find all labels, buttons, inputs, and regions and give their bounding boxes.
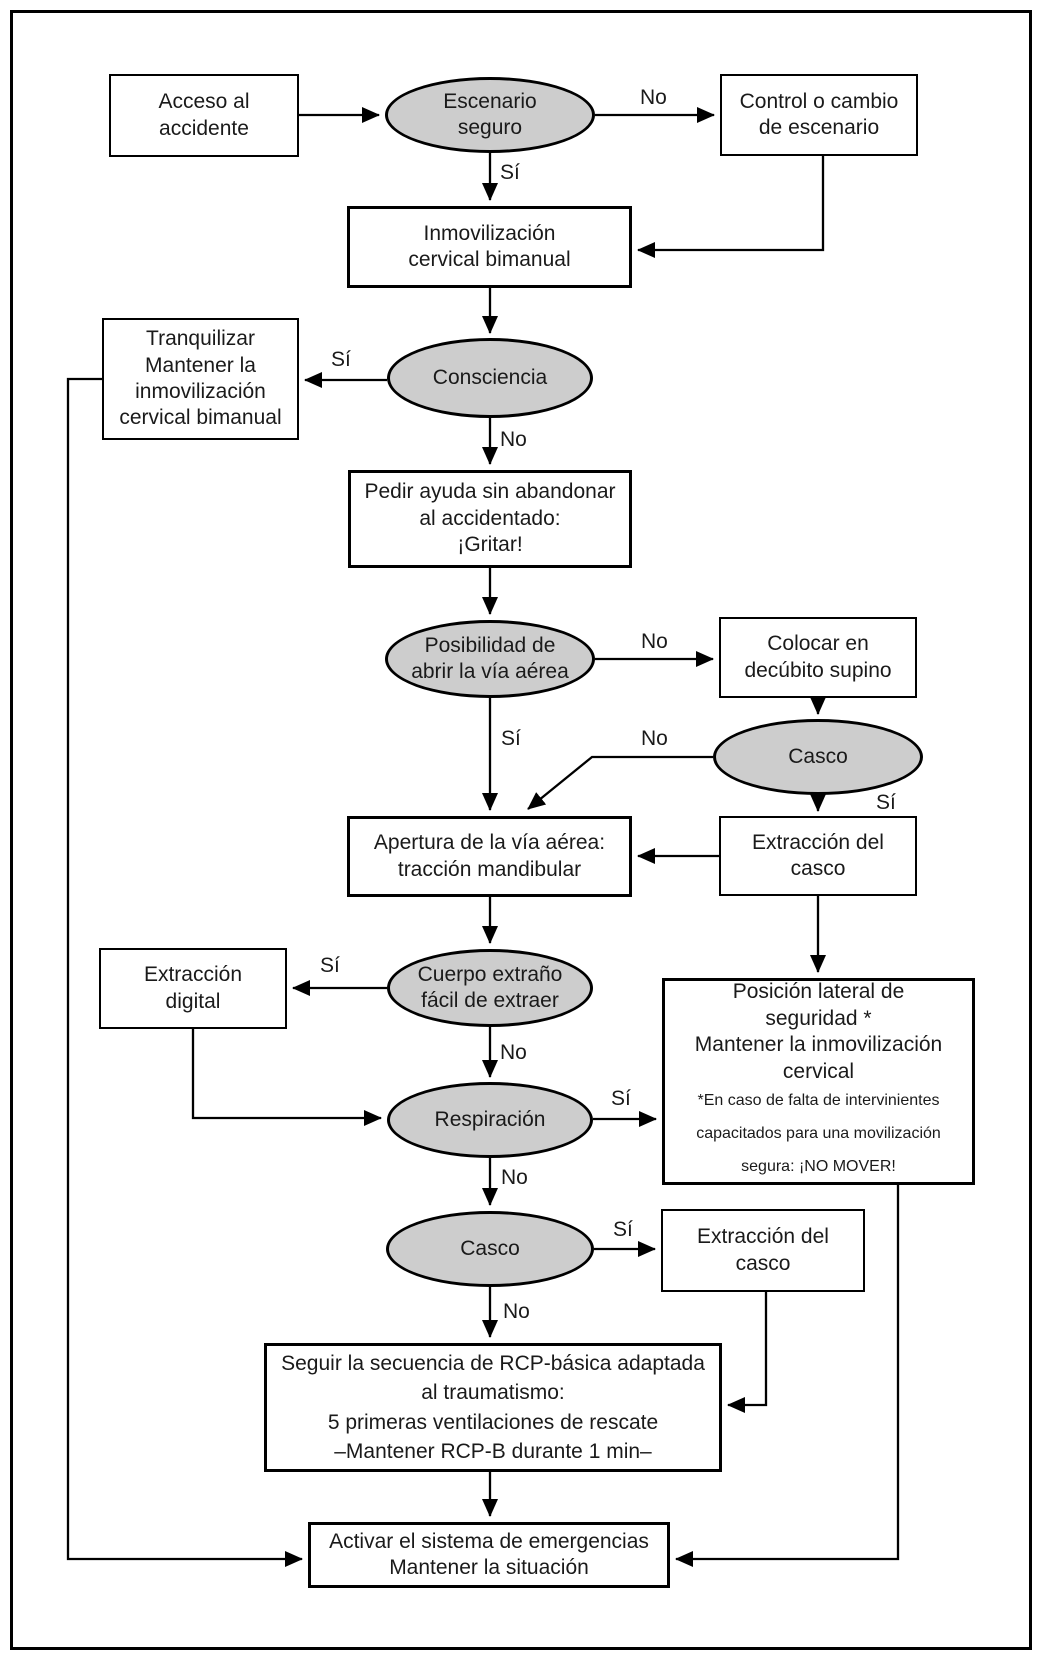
node-posicion-lateral-seguridad: Posición lateral de seguridad * Mantener… — [662, 978, 975, 1185]
node-label: Extracción digital — [143, 963, 243, 1013]
node-label: Control o cambio de escenario — [739, 89, 899, 139]
edge-label-si: Sí — [331, 348, 351, 371]
edge-label-no: No — [500, 428, 527, 451]
edge-label-no: No — [503, 1300, 530, 1323]
node-label: Extracción del casco — [697, 1225, 829, 1275]
edge-label-si: Sí — [611, 1087, 631, 1110]
node-extraccion-casco-1: Extracción del casco — [719, 816, 917, 896]
node-cuerpo-extrano: Cuerpo extraño fácil de extraer — [387, 949, 593, 1027]
page-border-frame — [10, 10, 1032, 1650]
node-label: Escenario seguro — [443, 89, 537, 139]
node-posibilidad-via-aerea: Posibilidad de abrir la vía aérea — [385, 620, 595, 698]
node-tranquilizar: Tranquilizar Mantener la inmovilización … — [102, 318, 299, 440]
node-label: Cuerpo extraño fácil de extraer — [417, 962, 563, 1012]
node-consciencia: Consciencia — [387, 338, 593, 418]
node-label: Activar el sistema de emergencias Manten… — [329, 1529, 649, 1579]
edge-label-no: No — [641, 727, 668, 750]
node-footnote: *En caso de falta de intervinientes capa… — [696, 1092, 941, 1175]
edge-label-si: Sí — [500, 161, 520, 184]
node-activar-emergencias: Activar el sistema de emergencias Manten… — [308, 1522, 670, 1588]
node-respiracion: Respiración — [387, 1082, 593, 1158]
node-label: Pedir ayuda sin abandonar al accidentado… — [364, 480, 616, 557]
node-label: Seguir la secuencia de RCP-básica adapta… — [281, 1351, 705, 1463]
node-label: Acceso al accidente — [158, 90, 250, 140]
node-control-cambio-escenario: Control o cambio de escenario — [720, 74, 918, 156]
node-label: Tranquilizar Mantener la inmovilización … — [119, 327, 282, 430]
node-label: Casco — [460, 1236, 520, 1260]
node-casco-2: Casco — [386, 1211, 594, 1287]
node-inmovilizacion-cervical: Inmovilización cervical bimanual — [347, 206, 632, 288]
node-label: Inmovilización cervical bimanual — [408, 221, 571, 271]
edge-label-si: Sí — [613, 1218, 633, 1241]
node-label: Posición lateral de seguridad * Mantener… — [694, 980, 943, 1083]
edge-label-si: Sí — [501, 727, 521, 750]
node-casco-1: Casco — [713, 719, 923, 795]
edge-label-no: No — [501, 1166, 528, 1189]
node-apertura-via-aerea: Apertura de la vía aérea: tracción mandi… — [347, 816, 632, 897]
edge-label-no: No — [641, 630, 668, 653]
edge-label-si: Sí — [876, 791, 896, 814]
node-extraccion-casco-2: Extracción del casco — [661, 1209, 865, 1292]
node-label: Apertura de la vía aérea: tracción mandi… — [373, 831, 606, 881]
node-pedir-ayuda: Pedir ayuda sin abandonar al accidentado… — [348, 470, 632, 568]
edge-label-no: No — [640, 86, 667, 109]
node-label: Casco — [788, 744, 848, 768]
node-label: Respiración — [434, 1107, 546, 1131]
node-acceso-accidente: Acceso al accidente — [109, 74, 299, 157]
node-label: Colocar en decúbito supino — [744, 632, 892, 682]
node-label: Posibilidad de abrir la vía aérea — [411, 633, 569, 683]
node-rcp-basica: Seguir la secuencia de RCP-básica adapta… — [264, 1343, 722, 1472]
node-colocar-decubito-supino: Colocar en decúbito supino — [719, 617, 917, 698]
node-label: Consciencia — [432, 365, 548, 389]
edge-label-no: No — [500, 1041, 527, 1064]
edge-label-si: Sí — [320, 954, 340, 977]
node-extraccion-digital: Extracción digital — [99, 948, 287, 1029]
node-label: Extracción del casco — [752, 830, 884, 880]
node-escenario-seguro: Escenario seguro — [385, 77, 595, 153]
